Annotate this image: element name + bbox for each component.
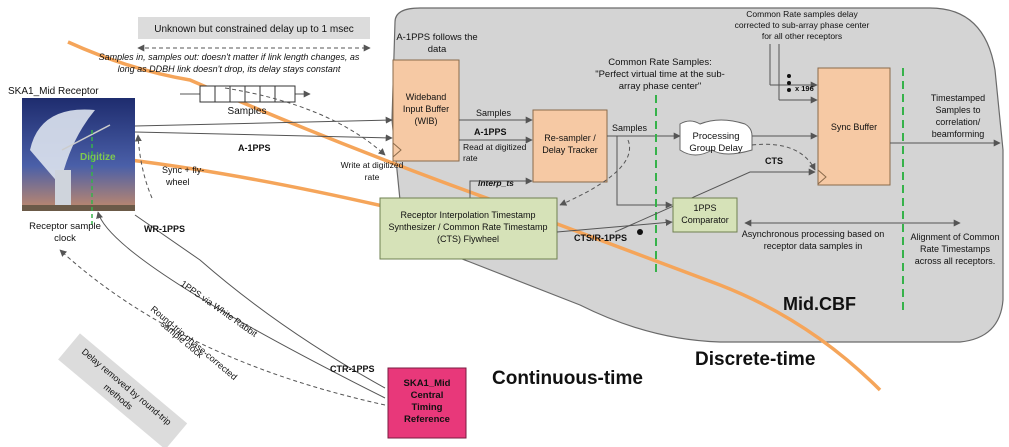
alignment-note-1: Alignment of Common: [910, 232, 999, 242]
ellipsis-dot-2: [787, 81, 791, 85]
wib-label-2: Input Buffer: [403, 104, 449, 114]
wr1pps-line: [134, 214, 386, 389]
processing-label-1: Processing: [693, 131, 740, 142]
ellipsis-dot-3: [787, 88, 791, 92]
rs-dashed-back: [559, 139, 630, 206]
common-rate-3: array phase center": [619, 81, 702, 92]
alignment-note-2: Rate Timestamps: [920, 244, 991, 254]
discrete-time-label: Discrete-time: [695, 349, 815, 370]
samples-queue: [180, 85, 311, 103]
output-label-3: correlation/: [936, 117, 981, 127]
a1pps-left-label: A-1PPS: [238, 143, 271, 153]
delay-note-text: Unknown but constrained delay up to 1 ms…: [154, 24, 354, 35]
interp-ts-label: interp_ts: [478, 178, 514, 188]
sync-flywheel-label-1: Sync + fly-: [162, 165, 204, 175]
wib-label-3: (WIB): [415, 116, 438, 126]
receptor-dish-image: [22, 98, 135, 211]
ctr1pps-label: CTR-1PPS: [330, 364, 375, 374]
sync-buffer-label: Sync Buffer: [831, 122, 877, 132]
sync-note-1: Common Rate samples delay: [746, 9, 858, 19]
cts-r1pps-line: [556, 219, 673, 233]
junction-dot: [637, 229, 643, 235]
timing-reference-box: [387, 367, 467, 439]
digitize-label: Digitize: [80, 152, 116, 163]
receptor-clock-label-1: Receptor sample: [29, 221, 101, 232]
a1pps-link: [134, 131, 393, 142]
timing-ref-line1: SKA1_Mid: [404, 378, 451, 389]
a1pps-to-receptor: [96, 211, 386, 399]
samples-queue-label: Samples: [228, 106, 267, 117]
interp-label-3: (CTS) Flywheel: [437, 234, 499, 244]
cts-line: [614, 168, 816, 233]
wib-a1pps-label: A-1PPS: [474, 127, 507, 137]
timing-ref-line3: Timing: [412, 402, 443, 413]
x196-label: x 196: [795, 84, 814, 93]
samples-note-line2: long as DDBH link doesn't drop, its dela…: [118, 64, 341, 74]
delay-note-box: [138, 17, 370, 39]
resampler-label-1: Re-sampler /: [544, 133, 596, 143]
async-note-1: Asynchronous processing based on: [742, 229, 885, 239]
receptor-title: SKA1_Mid Receptor: [8, 86, 99, 97]
output-label-1: Timestamped: [931, 93, 985, 103]
wr1pps-label: WR-1PPS: [144, 224, 185, 234]
timing-ref-line4: Reference: [404, 414, 450, 425]
rs-to-comparator: [616, 136, 673, 209]
sync-note-3: for all other receptors: [762, 31, 842, 41]
wib-label-1: Wideband: [406, 92, 447, 102]
pps-wr-label: 1PPS via White Rabbit: [179, 278, 260, 339]
wib-header-1: A-1PPS follows the: [396, 32, 477, 43]
lower-boundary-curve: [129, 158, 401, 212]
sync-flywheel-arrow: [134, 134, 153, 199]
wib-box: [392, 59, 460, 162]
samples-note-line1: Samples in, samples out: doesn't matter …: [99, 52, 360, 62]
cts-r1pps-label: CTS/R-1PPS: [574, 233, 627, 243]
alignment-note-3: across all receptors.: [915, 256, 996, 266]
sync-flywheel-label-2: wheel: [165, 177, 190, 187]
wib-header-2: data: [428, 44, 447, 55]
resampler-label-2: Delay Tracker: [542, 145, 598, 155]
receptor-clock-label-2: clock: [54, 233, 76, 244]
interp-label-2: Synthesizer / Common Rate Timestamp: [388, 222, 547, 232]
common-rate-1: Common Rate Samples:: [608, 57, 711, 68]
write-rate-dashed: [224, 87, 386, 156]
wib-samples-label: Samples: [476, 108, 512, 118]
rs-samples-label: Samples: [612, 123, 648, 133]
write-rate-2: rate: [365, 172, 380, 182]
interp-label-1: Receptor Interpolation Timestamp: [400, 210, 535, 220]
processing-label-2: Group Delay: [689, 143, 743, 154]
sync-note-2: corrected to sub-array phase center: [735, 20, 870, 30]
async-note-2: receptor data samples in: [764, 241, 863, 251]
read-rate-2: rate: [463, 153, 478, 163]
output-label-2: Samples to: [935, 105, 980, 115]
cts-label: CTS: [765, 156, 783, 166]
delay-removed-note: Delay removed by round-trip methods: [58, 333, 188, 447]
wib-clock-tri: [392, 142, 402, 158]
write-rate-1: Write at digitized: [341, 160, 404, 170]
comparator-box: [672, 197, 738, 233]
mid-cbf-label: Mid.CBF: [783, 294, 856, 314]
read-rate-1: Read at digitized: [463, 142, 527, 152]
interp-ts-line: [469, 177, 533, 198]
sync-clock-tri: [817, 169, 827, 185]
cts-dashed: [751, 143, 816, 171]
timing-ref-line2: Central: [411, 390, 444, 401]
comparator-label-1: 1PPS: [693, 203, 716, 213]
continuous-time-label: Continuous-time: [492, 368, 643, 389]
common-rate-2: "Perfect virtual time at the sub-: [595, 69, 725, 80]
interp-synth-box: [379, 197, 558, 260]
samples-link: [134, 116, 393, 127]
ellipsis-dot-1: [787, 74, 791, 78]
comparator-label-2: Comparator: [681, 215, 729, 225]
processing-group-delay: [679, 119, 753, 156]
resampler-box: [532, 109, 608, 183]
output-label-4: beamforming: [932, 129, 985, 139]
sync-buffer-box: [817, 67, 891, 186]
